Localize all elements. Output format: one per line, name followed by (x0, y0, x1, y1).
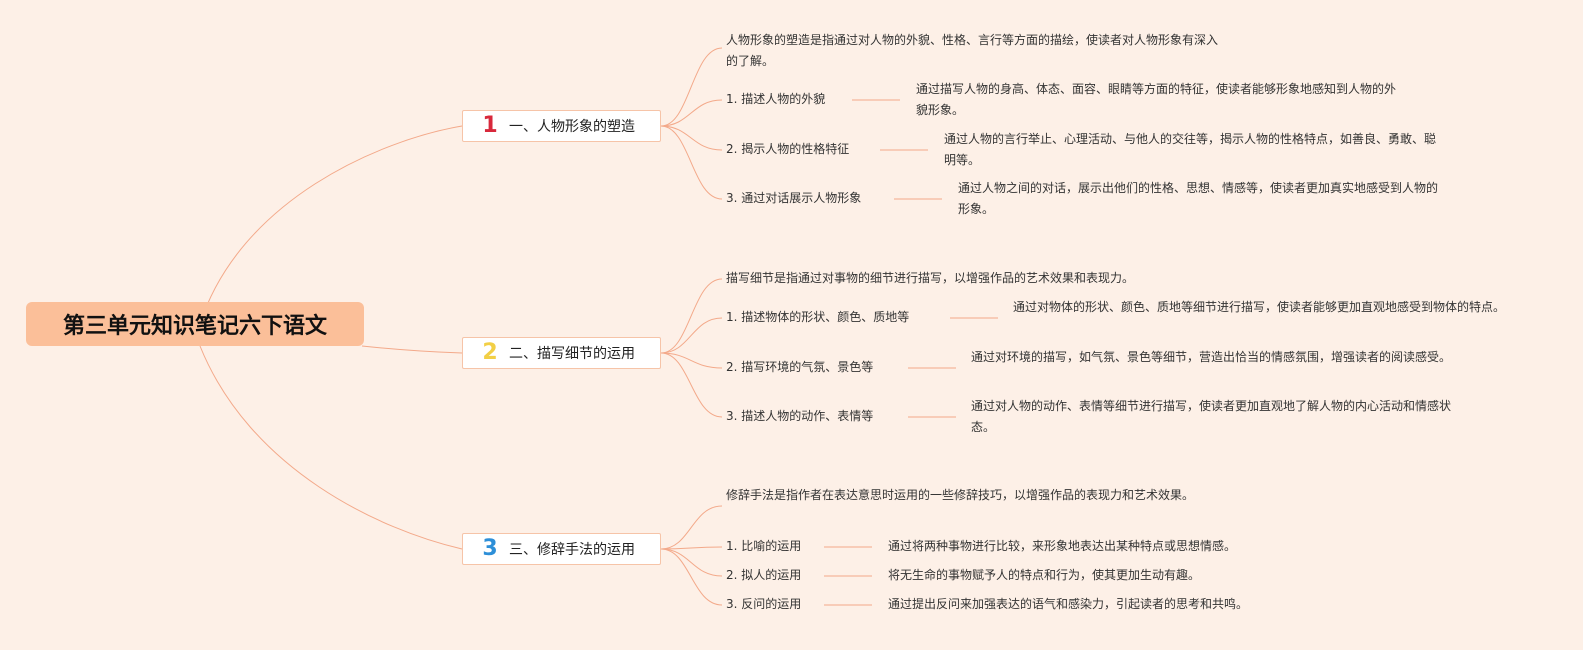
branch-3-item-3[interactable]: 3. 反问的运用 (726, 597, 802, 611)
b1-connector-0 (660, 47, 723, 127)
b3-connector-0 (660, 505, 723, 550)
b1-connector-2 (660, 125, 723, 151)
branch-1-item-1[interactable]: 1. 描述人物的外貌 (726, 92, 826, 106)
branch-1-item-1-detail: 通过描写人物的身高、体态、面容、眼睛等方面的特征，使读者能够形象地感知到人物的外… (916, 82, 1397, 117)
branch-3-description: 修辞手法是指作者在表达意思时运用的一些修辞技巧，以增强作品的表现力和艺术效果。 (726, 488, 1195, 502)
branch-2-title: 二、描写细节的运用 (509, 346, 635, 362)
number-3-icon: 3 (482, 536, 498, 561)
branch-3-title: 三、修辞手法的运用 (509, 542, 635, 558)
b3-connector-1 (660, 546, 723, 550)
branch-1-item-3-detail: 通过人物之间的对话，展示出他们的性格、思想、情感等，使读者更加真实地感受到人物的… (958, 181, 1439, 216)
b2-connector-2 (660, 352, 723, 369)
branch-2-item-3-detail: 通过对人物的动作、表情等细节进行描写，使读者更加直观地了解人物的内心活动和情感状… (971, 399, 1452, 434)
branch-1-description: 人物形象的塑造是指通过对人物的外貌、性格、言行等方面的描绘，使读者对人物形象有深… (726, 33, 1219, 68)
branch-1-item-2-detail: 通过人物的言行举止、心理活动、与他人的交往等，揭示人物的性格特点，如善良、勇敢、… (944, 132, 1437, 167)
branch-3-item-3-detail: 通过提出反问来加强表达的语气和感染力，引起读者的思考和共鸣。 (888, 597, 1249, 611)
b3-connector-3 (660, 548, 723, 606)
branch-2-description: 描写细节是指通过对事物的细节进行描写，以增强作品的艺术效果和表现力。 (726, 271, 1135, 285)
branch-2[interactable]: 2 二、描写细节的运用 (462, 337, 661, 369)
branch-3-item-2[interactable]: 2. 拟人的运用 (726, 568, 802, 582)
b1-connector-1 (660, 99, 723, 127)
root-to-branch-1 (199, 125, 463, 325)
root-to-branch-2 (361, 345, 463, 354)
branch-3[interactable]: 3 三、修辞手法的运用 (462, 533, 661, 565)
b2-connector-0 (660, 278, 723, 354)
branch-1-item-3[interactable]: 3. 通过对话展示人物形象 (726, 191, 862, 205)
root-topic[interactable]: 第三单元知识笔记六下语文 (26, 302, 364, 346)
b3-connector-2 (660, 548, 723, 577)
root-to-branch-3 (199, 345, 463, 550)
b2-connector-3 (660, 352, 723, 418)
number-1-icon: 1 (482, 113, 498, 138)
branch-2-item-1-detail: 通过对物体的形状、颜色、质地等细节进行描写，使读者能够更加直观地感受到物体的特点… (1013, 300, 1506, 314)
branch-2-item-2[interactable]: 2. 描写环境的气氛、景色等 (726, 360, 874, 374)
branch-2-item-3[interactable]: 3. 描述人物的动作、表情等 (726, 409, 874, 423)
branch-1[interactable]: 1 一、人物形象的塑造 (462, 110, 661, 142)
number-2-icon: 2 (482, 340, 498, 365)
branch-3-item-1-detail: 通过将两种事物进行比较，来形象地表达出某种特点或思想情感。 (888, 539, 1237, 553)
branch-1-item-2[interactable]: 2. 揭示人物的性格特征 (726, 142, 850, 156)
branch-2-item-2-detail: 通过对环境的描写，如气氛、景色等细节，营造出恰当的情感氛围，增强读者的阅读感受。 (971, 350, 1452, 364)
branch-3-item-2-detail: 将无生命的事物赋予人的特点和行为，使其更加生动有趣。 (888, 568, 1201, 582)
branch-2-item-1[interactable]: 1. 描述物体的形状、颜色、质地等 (726, 310, 910, 324)
branch-1-title: 一、人物形象的塑造 (509, 119, 635, 135)
branch-3-item-1[interactable]: 1. 比喻的运用 (726, 539, 802, 553)
b1-connector-3 (660, 125, 723, 200)
b2-connector-1 (660, 317, 723, 354)
